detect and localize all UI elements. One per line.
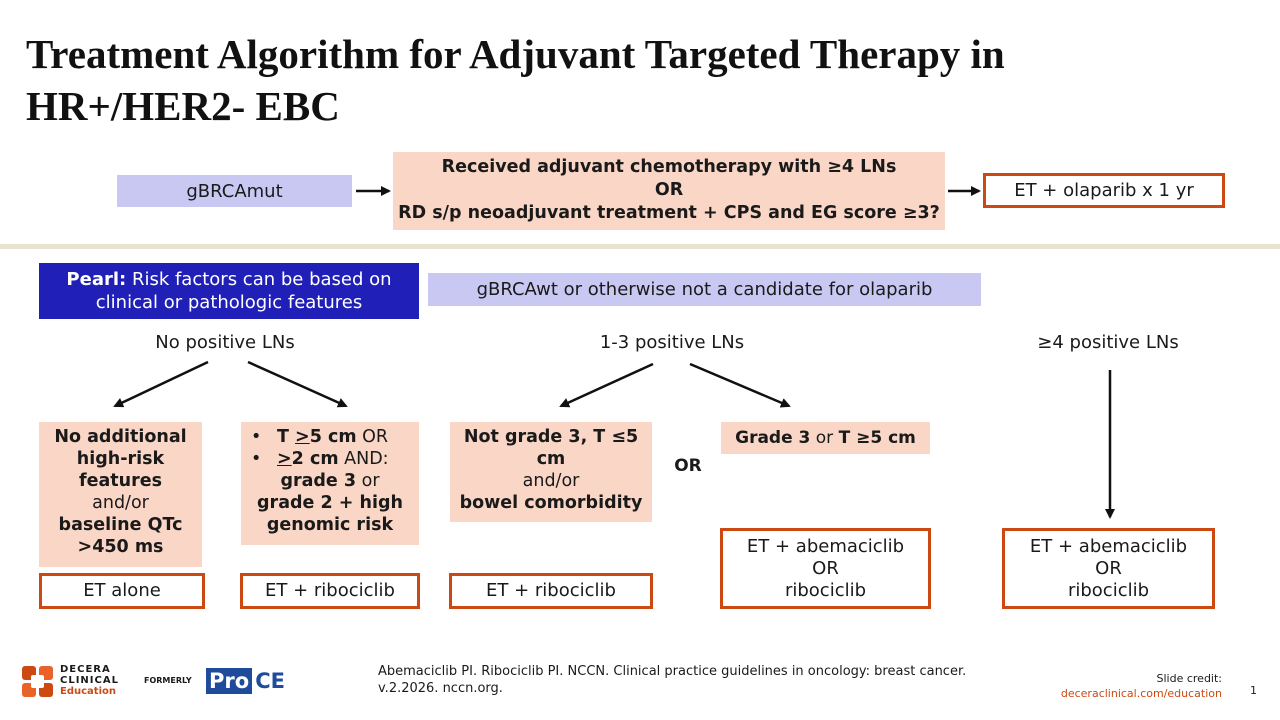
not-grade3-box: Not grade 3, T ≤5 cm and/or bowel comorb…	[450, 422, 652, 522]
abema1-line2: ribociclib	[784, 579, 867, 601]
or-between-label: OR	[674, 456, 702, 476]
logo-line1: DECERA	[60, 664, 111, 675]
credit-label: Slide credit:	[1156, 672, 1223, 685]
gbrcawt-box: gBRCAwt or otherwise not a candidate for…	[428, 273, 981, 306]
arrow-nopos-left	[113, 360, 209, 408]
arrow-onethree-right	[689, 362, 791, 408]
olaparib-label: ET + olaparib x 1 yr	[1014, 179, 1194, 201]
criteria-or: OR	[654, 180, 684, 200]
one-three-positive-lns-label: 1-3 positive LNs	[599, 332, 745, 353]
t5-criteria-box: T >5 cm OR >2 cm AND: grade 3 or grade 2…	[241, 422, 419, 545]
grade3-or: or	[810, 428, 839, 448]
abema2-line1: ET + abemaciclib	[1029, 535, 1188, 557]
abema1-or: OR	[812, 557, 839, 579]
gbrcawt-label: gBRCAwt or otherwise not a candidate for…	[476, 279, 933, 300]
decera-logo: DECERA CLINICAL Education FORMERLY Pro C…	[22, 664, 292, 700]
grade3-t5: T ≥5 cm	[838, 428, 916, 448]
gbrcamut-box: gBRCAmut	[117, 175, 352, 207]
four-plus-positive-lns-label: ≥4 positive LNs	[1037, 332, 1179, 353]
abemaciclib-box-2: ET + abemaciclib OR ribociclib	[1002, 528, 1215, 609]
et-ribociclib-box-2: ET + ribociclib	[449, 573, 653, 609]
abema2-or: OR	[1095, 557, 1122, 579]
t5-grade2: grade 2 + high genomic risk	[257, 493, 403, 535]
abemaciclib-box-1: ET + abemaciclib OR ribociclib	[720, 528, 931, 609]
logo-line2: CLINICAL	[60, 675, 119, 686]
grade3-label: Grade 3	[735, 428, 811, 448]
section-divider	[0, 244, 1280, 249]
pearl-box: Pearl: Risk factors can be based on clin…	[39, 263, 419, 319]
abema1-line1: ET + abemaciclib	[746, 535, 905, 557]
criteria-line1: Received adjuvant chemotherapy with ≥4 L…	[441, 157, 897, 177]
criteria-box: Received adjuvant chemotherapy with ≥4 L…	[393, 152, 945, 230]
pearl-label: Pearl:	[66, 269, 127, 290]
credit-link[interactable]: deceraclinical.com/education	[1060, 687, 1222, 700]
t5-bullet-2: >2 cm AND:	[241, 448, 419, 470]
t5-or-word: or	[356, 471, 380, 491]
criteria-line2: RD s/p neoadjuvant treatment + CPS and E…	[398, 203, 940, 223]
t5-grade3: grade 3	[280, 471, 357, 491]
page-title: Treatment Algorithm for Adjuvant Targete…	[26, 31, 1005, 129]
formerly-label: FORMERLY	[144, 676, 192, 685]
proce-logo: Pro CE	[206, 668, 288, 694]
proce-ce: CE	[255, 669, 285, 693]
logo-line3: Education	[60, 686, 116, 697]
proce-pro: Pro	[206, 668, 253, 694]
no-additional-risk-box: No additional high-risk features and/or …	[39, 422, 202, 567]
arrow-onethree-left	[559, 362, 654, 408]
gbrcamut-label: gBRCAmut	[186, 180, 283, 202]
et-alone-box: ET alone	[39, 573, 205, 609]
no-positive-lns-label: No positive LNs	[155, 332, 295, 353]
page-number: 1	[1250, 684, 1257, 697]
decera-mark-icon	[22, 666, 53, 697]
not-grade3-line1: Not grade 3, T ≤5 cm	[463, 427, 639, 469]
no-additional-line1: No additional high-risk features	[54, 427, 187, 491]
et-alone-label: ET alone	[83, 580, 161, 601]
arrow-nopos-right	[247, 360, 348, 408]
no-additional-andor: and/or	[92, 493, 149, 513]
citation: Abemaciclib PI. Ribociclib PI. NCCN. Cli…	[378, 664, 967, 696]
t5-bullet-1: T >5 cm OR	[241, 426, 419, 448]
et-ribociclib-box-1: ET + ribociclib	[240, 573, 420, 609]
no-additional-line2: baseline QTc >450 ms	[58, 515, 183, 557]
pearl-text: Risk factors can be based on clinical or…	[95, 269, 392, 313]
not-grade3-line2: bowel comorbidity	[459, 493, 643, 513]
et-ribociclib-label-1: ET + ribociclib	[265, 580, 395, 601]
not-grade3-andor: and/or	[522, 471, 580, 491]
et-ribociclib-label-2: ET + ribociclib	[486, 580, 616, 601]
abema2-line2: ribociclib	[1067, 579, 1150, 601]
slide-credit: Slide credit: deceraclinical.com/educati…	[1061, 671, 1222, 701]
grade3-box: Grade 3 or T ≥5 cm	[721, 422, 930, 454]
olaparib-box: ET + olaparib x 1 yr	[983, 173, 1225, 208]
